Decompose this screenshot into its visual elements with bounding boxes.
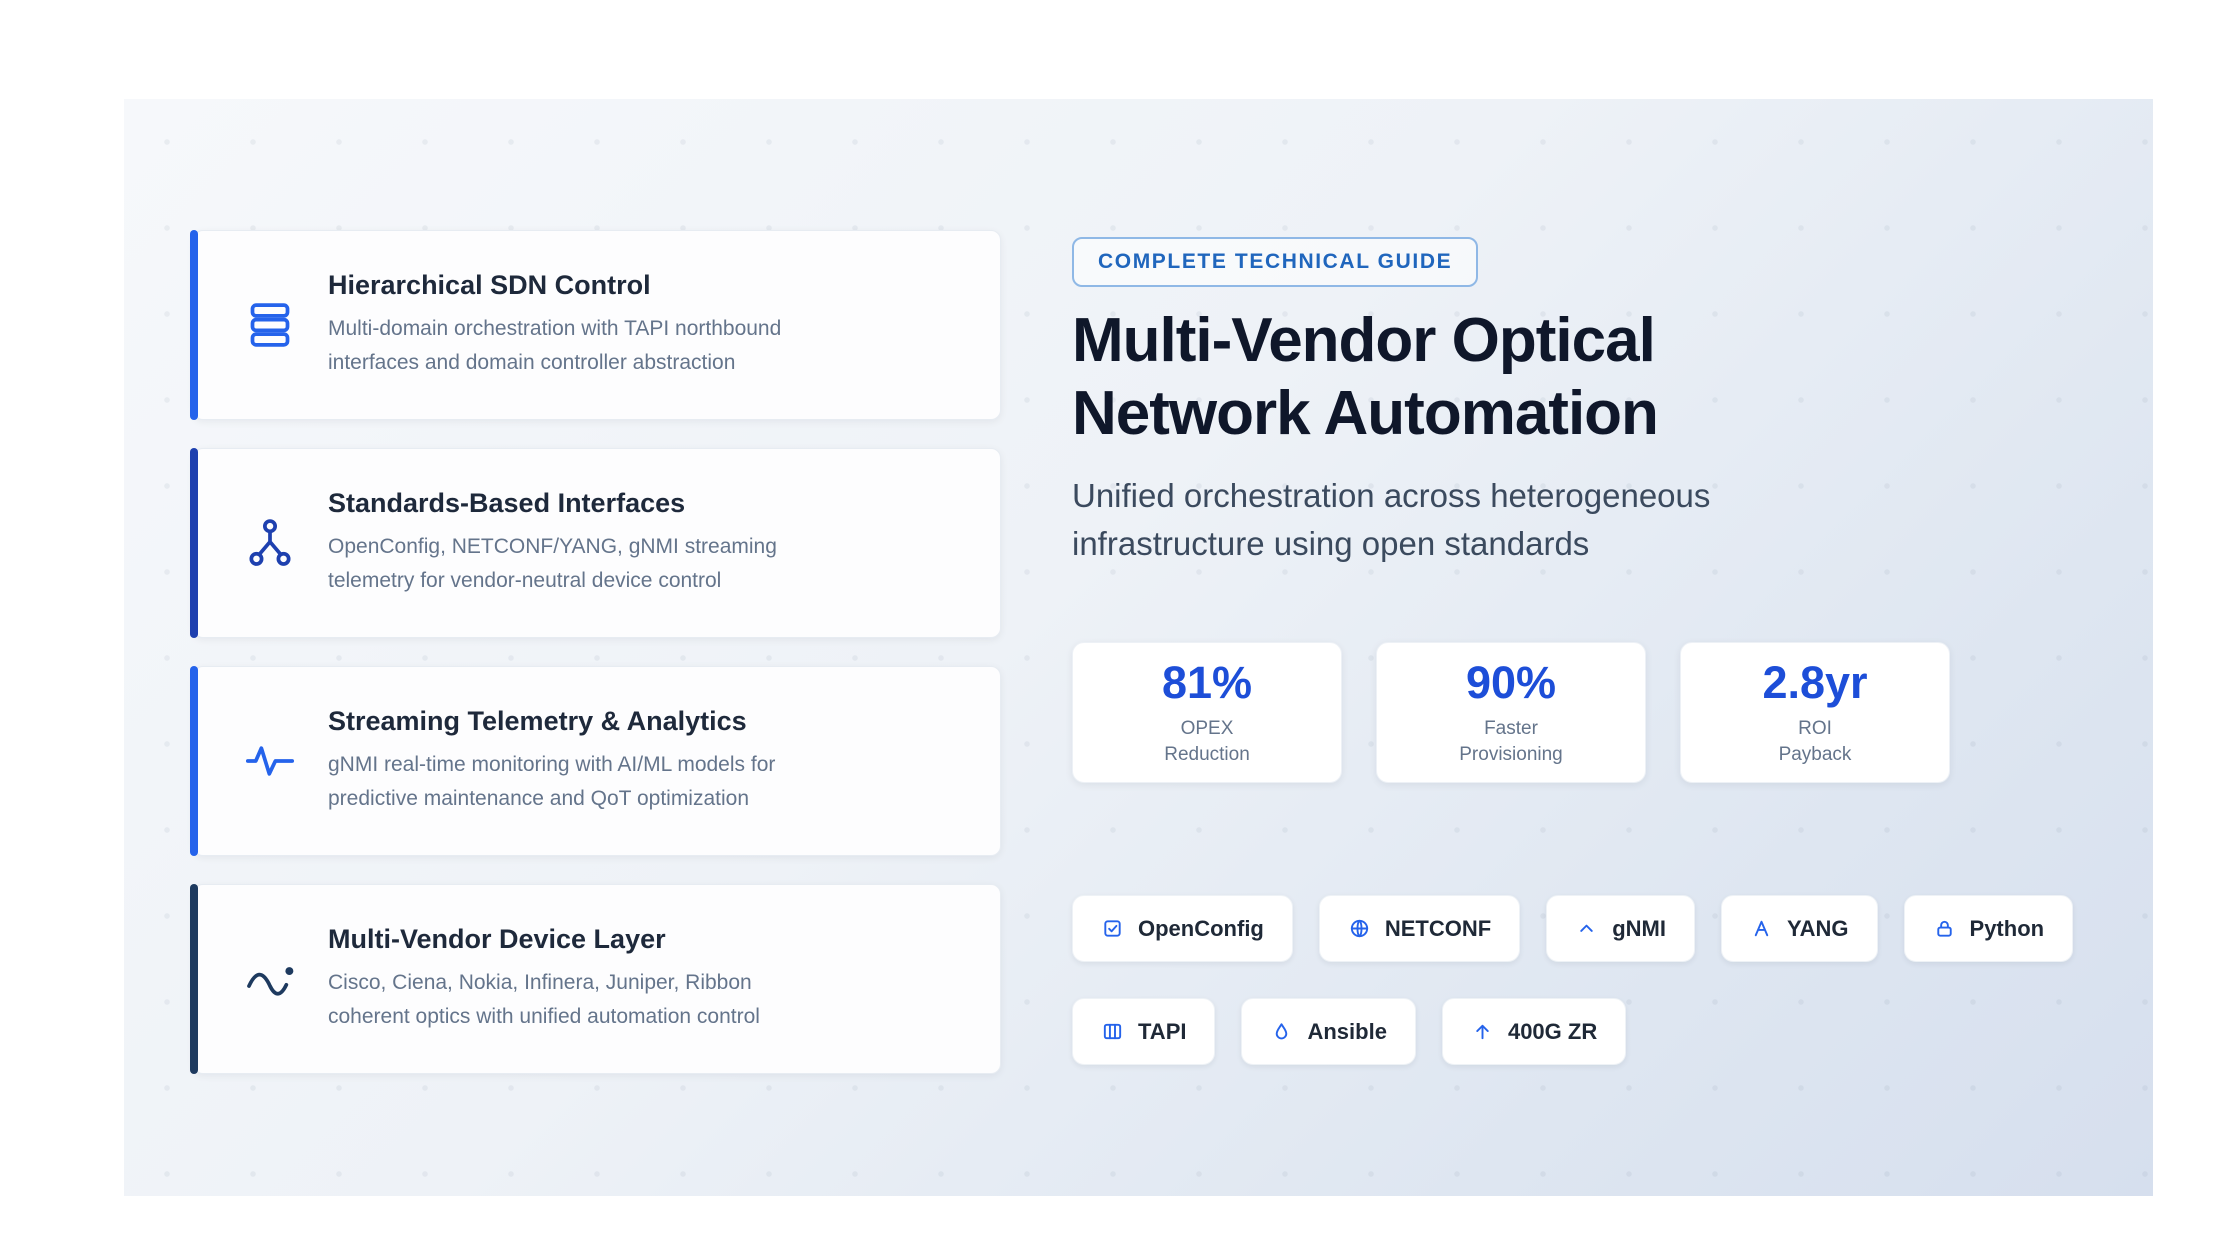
- accent-bar: [190, 666, 198, 856]
- chip-label: 400G ZR: [1507, 1018, 1598, 1044]
- chip-label: Ansible: [1307, 1018, 1387, 1044]
- chip-label: NETCONF: [1384, 915, 1492, 941]
- feature-description: gNMI real-time monitoring with AI/ML mod…: [328, 753, 776, 810]
- lock-icon: [1933, 917, 1956, 940]
- feature-card-standards-interfaces: Standards-Based Interfaces OpenConfig, N…: [190, 448, 1001, 638]
- chip-python: Python: [1903, 895, 2074, 962]
- page-title-line2: Network Automation: [1072, 379, 1659, 449]
- page-subtitle-line2: infrastructure using open standards: [1072, 525, 1590, 563]
- page-title: Multi-Vendor Optical Network Automation: [1072, 304, 2153, 450]
- tech-chips-row1: OpenConfig NETCONF gNMI: [1072, 895, 2153, 962]
- feature-card-telemetry-analytics: Streaming Telemetry & Analytics gNMI rea…: [190, 666, 1001, 856]
- stat-value: 2.8yr: [1762, 657, 1868, 709]
- feature-title: Streaming Telemetry & Analytics: [328, 706, 747, 737]
- feature-card-sdn-control: Hierarchical SDN Control Multi-domain or…: [190, 230, 1001, 420]
- page-subtitle-line1: Unified orchestration across heterogeneo…: [1072, 477, 1711, 515]
- chip-gnmi: gNMI: [1546, 895, 1695, 962]
- sine-wave-icon: [242, 951, 300, 1007]
- arrow-up-icon: [1471, 1020, 1494, 1043]
- layers-stack-icon: [242, 297, 300, 353]
- chip-label: Python: [1969, 915, 2045, 941]
- columns-grid-icon: [1101, 1020, 1124, 1043]
- network-tree-icon: [242, 515, 300, 571]
- stat-value: 90%: [1465, 657, 1557, 709]
- feature-card-device-layer: Multi-Vendor Device Layer Cisco, Ciena, …: [190, 884, 1001, 1074]
- feature-title: Hierarchical SDN Control: [328, 270, 651, 301]
- chevron-up-icon: [1575, 917, 1598, 940]
- chip-ansible: Ansible: [1241, 998, 1416, 1065]
- page-subtitle: Unified orchestration across heterogeneo…: [1072, 472, 2153, 568]
- accent-bar: [190, 884, 198, 1074]
- slide-panel: Hierarchical SDN Control Multi-domain or…: [124, 99, 2153, 1196]
- feature-title: Standards-Based Interfaces: [328, 488, 686, 519]
- feature-text: Hierarchical SDN Control Multi-domain or…: [328, 270, 823, 379]
- stats-row: 81% OPEX Reduction 90% Faster Provisioni…: [1072, 642, 2153, 783]
- feature-list: Hierarchical SDN Control Multi-domain or…: [190, 230, 1001, 1074]
- chip-label: OpenConfig: [1138, 915, 1264, 941]
- feature-description: Multi-domain orchestration with TAPI nor…: [328, 317, 782, 374]
- stat-card-roi: 2.8yr ROI Payback: [1680, 642, 1950, 783]
- stat-card-opex: 81% OPEX Reduction: [1072, 642, 1342, 783]
- accent-bar: [190, 230, 198, 420]
- stat-label: ROI Payback: [1778, 718, 1852, 765]
- feature-text: Standards-Based Interfaces OpenConfig, N…: [328, 488, 823, 597]
- chip-label: YANG: [1786, 915, 1849, 941]
- waveform-icon: [242, 733, 300, 789]
- feature-description: Cisco, Ciena, Nokia, Infinera, Juniper, …: [328, 971, 760, 1028]
- globe-icon: [1348, 917, 1371, 940]
- stat-label: OPEX Reduction: [1164, 718, 1250, 765]
- accent-bar: [190, 448, 198, 638]
- chip-netconf: NETCONF: [1318, 895, 1521, 962]
- chip-tapi: TAPI: [1072, 998, 1216, 1065]
- feature-text: Streaming Telemetry & Analytics gNMI rea…: [328, 706, 823, 815]
- chip-label: TAPI: [1138, 1018, 1187, 1044]
- feature-title: Multi-Vendor Device Layer: [328, 924, 666, 955]
- stat-card-provisioning: 90% Faster Provisioning: [1376, 642, 1646, 783]
- chip-400g-zr: 400G ZR: [1441, 998, 1627, 1065]
- letter-a-icon: [1750, 917, 1773, 940]
- chip-yang: YANG: [1720, 895, 1878, 962]
- chip-openconfig: OpenConfig: [1072, 895, 1293, 962]
- feature-text: Multi-Vendor Device Layer Cisco, Ciena, …: [328, 924, 823, 1033]
- page-title-line1: Multi-Vendor Optical: [1072, 306, 1656, 375]
- hero-section: COMPLETE TECHNICAL GUIDE Multi-Vendor Op…: [1072, 237, 2153, 1065]
- chip-label: gNMI: [1612, 915, 1666, 941]
- tech-chips-row2: TAPI Ansible 400G ZR: [1072, 998, 2153, 1065]
- droplet-icon: [1270, 1020, 1293, 1043]
- feature-description: OpenConfig, NETCONF/YANG, gNMI streaming…: [328, 535, 777, 592]
- stat-value: 81%: [1161, 657, 1253, 709]
- guide-badge: COMPLETE TECHNICAL GUIDE: [1072, 237, 1479, 287]
- stat-label: Faster Provisioning: [1459, 718, 1563, 765]
- check-square-icon: [1101, 917, 1124, 940]
